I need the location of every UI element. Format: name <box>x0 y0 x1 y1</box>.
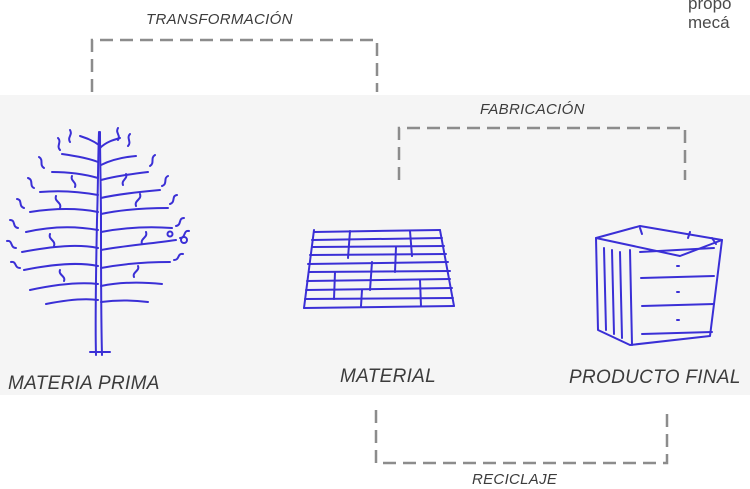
reciclaje-bracket <box>374 410 669 465</box>
dashed-connectors <box>90 38 687 465</box>
materia-prima-label: MATERIA PRIMA <box>8 373 160 394</box>
reciclaje-label: RECICLAJE <box>472 471 558 488</box>
tree-sketch <box>6 127 190 356</box>
material-label: MATERIAL <box>340 366 437 387</box>
cropped-paragraph: propo mecá <box>688 0 750 32</box>
fabricacion-bracket <box>397 126 687 180</box>
fabricacion-label: FABRICACIÓN <box>480 101 585 118</box>
cabinet-sketch <box>595 225 723 346</box>
cropped-paragraph-line-1: propo <box>688 0 732 13</box>
transformacion-label: TRANSFORMACIÓN <box>146 11 293 28</box>
lumber-stack-sketch <box>303 229 455 309</box>
transformacion-bracket <box>90 38 379 92</box>
producto-final-label: PRODUCTO FINAL <box>569 367 741 388</box>
cropped-paragraph-line-2: mecá <box>688 13 730 32</box>
